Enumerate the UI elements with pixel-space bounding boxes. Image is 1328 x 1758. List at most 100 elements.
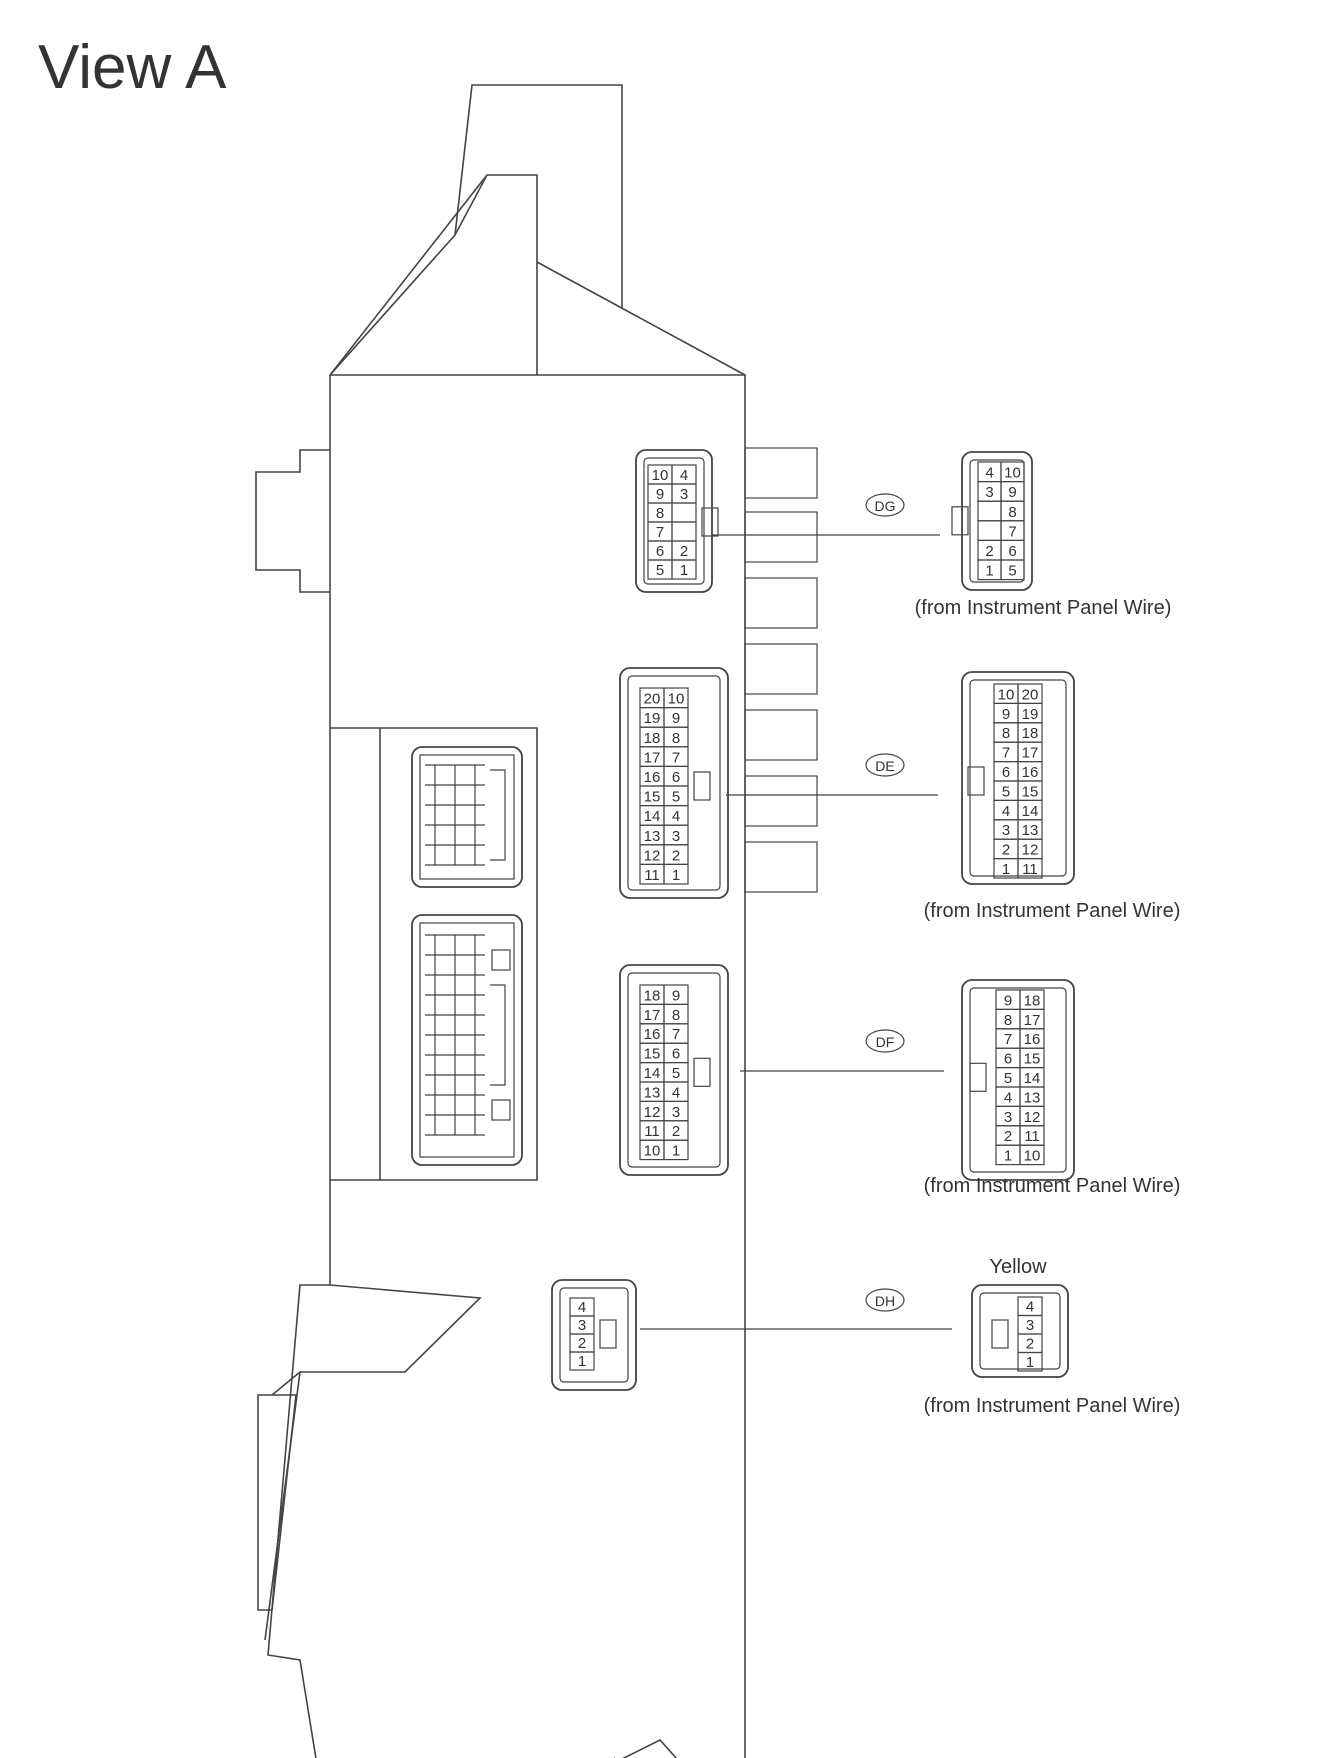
housing-dg-pin: 5 — [656, 562, 664, 579]
housing-de-pin: 16 — [644, 769, 661, 786]
housing-de-pin: 2 — [672, 847, 680, 864]
plug-de-pin: 15 — [1022, 783, 1039, 800]
plug-df-pin: 6 — [1004, 1051, 1012, 1068]
plug-df-pin: 11 — [1024, 1128, 1040, 1145]
housing-de-pin: 14 — [644, 808, 661, 825]
housing-de-pin: 4 — [672, 808, 680, 825]
plug-de-pin: 5 — [1002, 783, 1010, 800]
housing-df-pin: 15 — [644, 1046, 661, 1063]
housing-de-pin: 13 — [644, 828, 661, 845]
plug-dg-pin: 7 — [1008, 523, 1016, 540]
plug-dg-pin: 3 — [985, 484, 993, 501]
caption-de: (from Instrument Panel Wire) — [924, 900, 1181, 922]
svg-text:DF: DF — [876, 1034, 895, 1050]
housing-de-pin: 19 — [644, 710, 661, 727]
left-connector-upper — [411, 746, 523, 888]
plug-de-pin: 4 — [1002, 803, 1010, 820]
plug-de-pin: 10 — [998, 686, 1015, 703]
housing-de-pin: 5 — [672, 789, 680, 806]
housing-df-pin: 16 — [644, 1026, 661, 1043]
svg-text:DH: DH — [875, 1293, 895, 1309]
plug-df-pin: 12 — [1024, 1109, 1041, 1126]
plug-dg-pin: 4 — [985, 465, 993, 482]
plug-de-pin: 9 — [1002, 706, 1010, 723]
housing-de-pin: 7 — [672, 749, 680, 766]
housing-df-pin: 8 — [672, 1007, 680, 1024]
plug-df-pin: 14 — [1024, 1070, 1041, 1087]
housing-dh-pin: 3 — [578, 1317, 586, 1334]
plug-dh-pin: 3 — [1026, 1317, 1034, 1334]
plug-df-pin: 18 — [1024, 992, 1041, 1009]
housing-df-pin: 6 — [672, 1046, 680, 1063]
housing-dg-pin: 3 — [680, 486, 688, 503]
housing-df-pin: 3 — [672, 1104, 680, 1121]
housing-de-pin: 11 — [644, 867, 660, 884]
plug-df-pin: 16 — [1024, 1031, 1041, 1048]
plug-de-pin: 11 — [1022, 861, 1038, 878]
plug-df-pin: 9 — [1004, 992, 1012, 1009]
plug-df-pin: 13 — [1024, 1089, 1041, 1106]
housing-de-pin: 8 — [672, 730, 680, 747]
plug-dh-pin: 2 — [1026, 1336, 1034, 1353]
plug-de-pin: 2 — [1002, 842, 1010, 859]
leader-lines — [640, 534, 952, 1330]
housing-df-pin: 10 — [644, 1143, 661, 1160]
left-connector-lower — [411, 914, 523, 1166]
plug-de-pin: 6 — [1002, 764, 1010, 781]
housing-dh-pin: 4 — [578, 1299, 586, 1316]
housing-df-pin: 14 — [644, 1065, 661, 1082]
plug-df-pin: 15 — [1024, 1051, 1041, 1068]
svg-text:DE: DE — [875, 758, 894, 774]
housing-df-pin: 7 — [672, 1026, 680, 1043]
svg-text:DG: DG — [875, 498, 896, 514]
housing-df-pin: 13 — [644, 1084, 661, 1101]
plug-de-pin: 19 — [1022, 706, 1039, 723]
junction-block-body — [255, 84, 746, 1758]
plug-dh-pin: 4 — [1026, 1299, 1034, 1316]
housing-de-pin: 20 — [644, 691, 661, 708]
housing-dg-pin: 7 — [656, 524, 664, 541]
plug-de-pin: 17 — [1022, 745, 1039, 762]
housing-de-pin: 15 — [644, 789, 661, 806]
housing-dg-pin: 2 — [680, 543, 688, 560]
connector-code-df: DF — [865, 1029, 905, 1053]
housing-de-pin: 9 — [672, 710, 680, 727]
housing-dg-pin: 8 — [656, 505, 664, 522]
plug-de-pin: 13 — [1022, 822, 1039, 839]
housing-df-pin: 2 — [672, 1123, 680, 1140]
housing-de-pin: 1 — [672, 867, 680, 884]
connector-code-de: DE — [865, 753, 905, 777]
plug-df-pin: 17 — [1024, 1012, 1041, 1029]
plug-dg-pin: 6 — [1008, 543, 1016, 560]
plug-de-pin: 3 — [1002, 822, 1010, 839]
plug-dg-pin: 5 — [1008, 563, 1016, 580]
housing-dg-pin: 9 — [656, 486, 664, 503]
housing-df-pin: 1 — [672, 1143, 680, 1160]
connector-code-dh: DH — [865, 1288, 905, 1312]
plug-de-pin: 20 — [1022, 686, 1039, 703]
plug-de-pin: 18 — [1022, 725, 1039, 742]
housing-dh-pin: 1 — [578, 1353, 586, 1370]
plug-de-pin: 12 — [1022, 842, 1039, 859]
plug-df-pin: 3 — [1004, 1109, 1012, 1126]
plug-dg-pin: 1 — [985, 563, 993, 580]
housing-dg-pin: 4 — [680, 467, 688, 484]
housing-df-pin: 11 — [644, 1123, 660, 1140]
plug-dg-pin: 8 — [1008, 504, 1016, 521]
housing-de-pin: 18 — [644, 730, 661, 747]
housing-df-pin: 18 — [644, 987, 661, 1004]
plug-de-pin: 16 — [1022, 764, 1039, 781]
plug-de-pin: 14 — [1022, 803, 1039, 820]
plug-dg-pin: 9 — [1008, 484, 1016, 501]
fuse-slots — [744, 447, 818, 893]
housing-dg-pin: 1 — [680, 562, 688, 579]
